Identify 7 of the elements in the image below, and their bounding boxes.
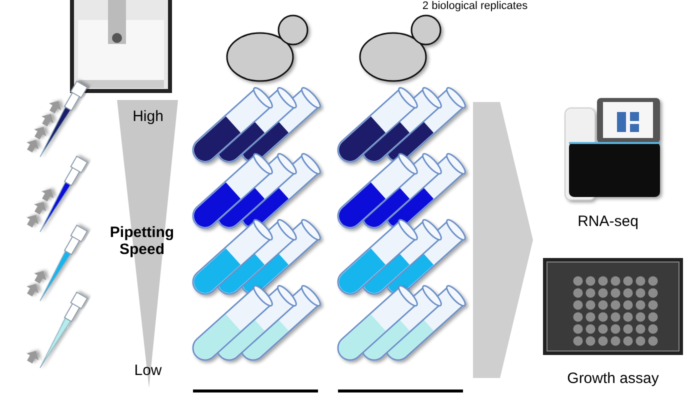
output-label: RNA-seq xyxy=(578,213,638,230)
axis-label: Pipetting Speed xyxy=(108,224,176,258)
output-label: Growth assay xyxy=(567,370,659,387)
title-text: 2 biological replicates xyxy=(422,0,528,12)
process-chevron xyxy=(473,102,533,378)
speed-label: Low xyxy=(134,362,162,379)
speed-label: High xyxy=(132,108,164,125)
